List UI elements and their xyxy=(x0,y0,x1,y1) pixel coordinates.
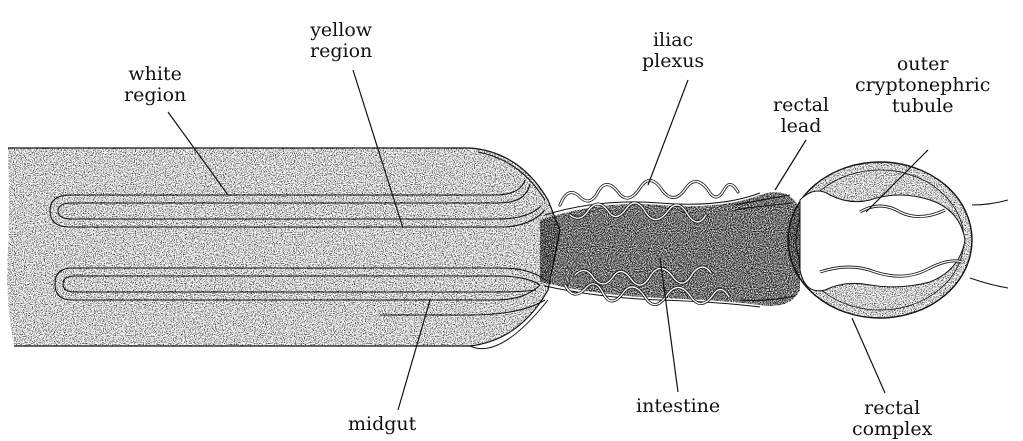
label-rectal-lead: rectal lead xyxy=(773,95,829,137)
label-intestine: intestine xyxy=(636,396,720,417)
label-iliac-plexus: iliac plexus xyxy=(642,30,704,72)
leader-iliac-plexus xyxy=(648,80,688,185)
label-outer-cryptonephric-tubule: outer cryptonephric tubule xyxy=(855,54,990,117)
label-yellow-region: yellow region xyxy=(310,20,372,62)
midgut-body xyxy=(7,148,560,349)
leader-rectal-lead xyxy=(775,140,806,190)
label-rectal-complex: rectal complex xyxy=(852,398,932,440)
rectal-complex xyxy=(788,162,1008,318)
label-midgut: midgut xyxy=(348,414,416,435)
leader-rectal-complex xyxy=(852,318,885,393)
label-white-region: white region xyxy=(124,64,186,106)
